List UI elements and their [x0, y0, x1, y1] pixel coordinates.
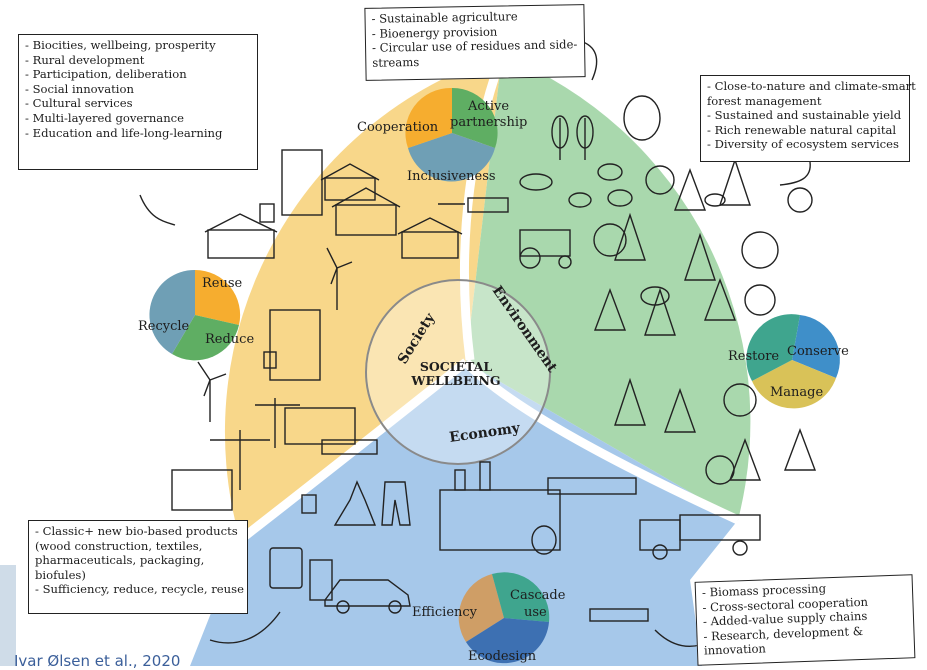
wheel-label-inclusiveness: Inclusiveness	[407, 169, 496, 184]
note-line: - Rich renewable natural capital	[707, 122, 897, 137]
horse-cart-icon	[438, 197, 509, 213]
wheat-icon	[551, 115, 594, 160]
dress-icon	[333, 480, 377, 526]
wheel-label-reuse: Reuse	[202, 276, 243, 291]
note-line: streams	[372, 54, 420, 70]
tractor-icon	[519, 229, 572, 269]
electric-car-icon	[324, 579, 411, 614]
wind-turbine-icon	[197, 361, 227, 422]
deer-icon	[704, 193, 726, 207]
note-line: biofules)	[35, 567, 86, 582]
note-line: - Education and life-long-learning	[25, 125, 223, 140]
center-circle	[365, 279, 551, 465]
wheel-label-use: use	[524, 605, 547, 620]
source-caption: Ivar Ølsen et al., 2020	[14, 652, 181, 670]
wheel-label-recycle: Recycle	[138, 319, 190, 334]
corn-icon	[623, 95, 661, 141]
wheel-label-cooperation: Cooperation	[357, 120, 439, 135]
arrow-icon	[209, 611, 281, 644]
center-title-line2: WELLBEING	[410, 373, 500, 388]
medicine-bottle-icon	[269, 547, 303, 589]
side-strip	[0, 565, 16, 666]
center-title-line1: SOCIETAL	[420, 359, 493, 374]
note-line: - Diversity of ecosystem services	[707, 137, 899, 152]
note-line: - Rural development	[25, 52, 145, 67]
note-line: - Participation, deliberation	[25, 67, 187, 82]
crane-icon	[210, 430, 270, 490]
arrow-icon	[582, 41, 598, 81]
wheel-label-partnership: partnership	[450, 115, 527, 130]
note-forest-topics: - Close-to-nature and climate-smart fore…	[700, 75, 916, 162]
wheel-label-reduce: Reduce	[205, 332, 254, 347]
note-agriculture-topics: - Sustainable agriculture - Bioenergy pr…	[364, 4, 586, 81]
wheel-label-active: Active	[467, 99, 509, 114]
wheel-label-restore: Restore	[728, 349, 779, 364]
economy-sector	[190, 362, 738, 666]
note-line: forest management	[707, 93, 822, 108]
cow-icon	[519, 173, 553, 191]
bin-icon	[259, 203, 317, 514]
society-top-wheel	[405, 87, 498, 182]
house-icon	[397, 217, 463, 259]
note-line: - Cultural services	[25, 96, 133, 111]
apartment-building-icon	[269, 309, 321, 381]
wheel-label-cascade: Cascade	[510, 588, 566, 603]
economy-wheel	[458, 572, 550, 664]
wheel-label-efficiency: Efficiency	[412, 605, 478, 620]
society-left-wheel	[149, 269, 241, 361]
arrow-icon	[654, 629, 701, 647]
charging-station-icon	[309, 559, 333, 601]
wheel-label-manage: Manage	[770, 385, 824, 400]
note-line: - Multi-layered governance	[25, 110, 185, 125]
forest-icon	[593, 157, 817, 485]
note-line: (wood construction, textiles,	[35, 538, 203, 553]
trousers-icon	[381, 481, 411, 526]
house-icon	[320, 163, 380, 201]
note-society-topics: - Biocities, wellbeing, prosperity - Rur…	[18, 34, 258, 170]
bear-icon	[640, 286, 670, 306]
arrow-icon	[139, 194, 176, 226]
timber-frame-icon	[171, 407, 356, 511]
note-line: pharmaceuticals, packaging,	[35, 553, 205, 568]
logs-icon	[321, 439, 649, 622]
note-line: - Close-to-nature and climate-smart	[707, 79, 916, 93]
note-line: - Social innovation	[25, 81, 134, 96]
wheel-label-ecodesign: Ecodesign	[468, 649, 537, 664]
note-line: - Sustained and sustainable yield	[707, 108, 902, 123]
note-economy-topics: - Biomass processing - Cross-sectoral co…	[694, 574, 916, 666]
note-line: - Biocities, wellbeing, prosperity	[25, 38, 216, 52]
environment-sector	[466, 55, 751, 520]
wind-turbine-icon	[326, 247, 353, 310]
note-line: - Sufficiency, reduce, recycle, reuse	[35, 582, 244, 597]
timber-truck-icon	[639, 514, 761, 560]
tower-building-icon	[281, 149, 323, 216]
arrow-icon	[779, 161, 811, 186]
note-products-topics: - Classic+ new bio-based products (wood …	[28, 520, 248, 614]
wheel-label-conserve: Conserve	[787, 344, 849, 359]
house-icon	[204, 213, 278, 259]
sheep-icon	[568, 163, 633, 208]
factory-icon	[439, 461, 561, 555]
crane-icon	[255, 398, 300, 448]
environment-wheel	[746, 314, 840, 409]
note-line: - Classic+ new bio-based products	[35, 524, 238, 538]
